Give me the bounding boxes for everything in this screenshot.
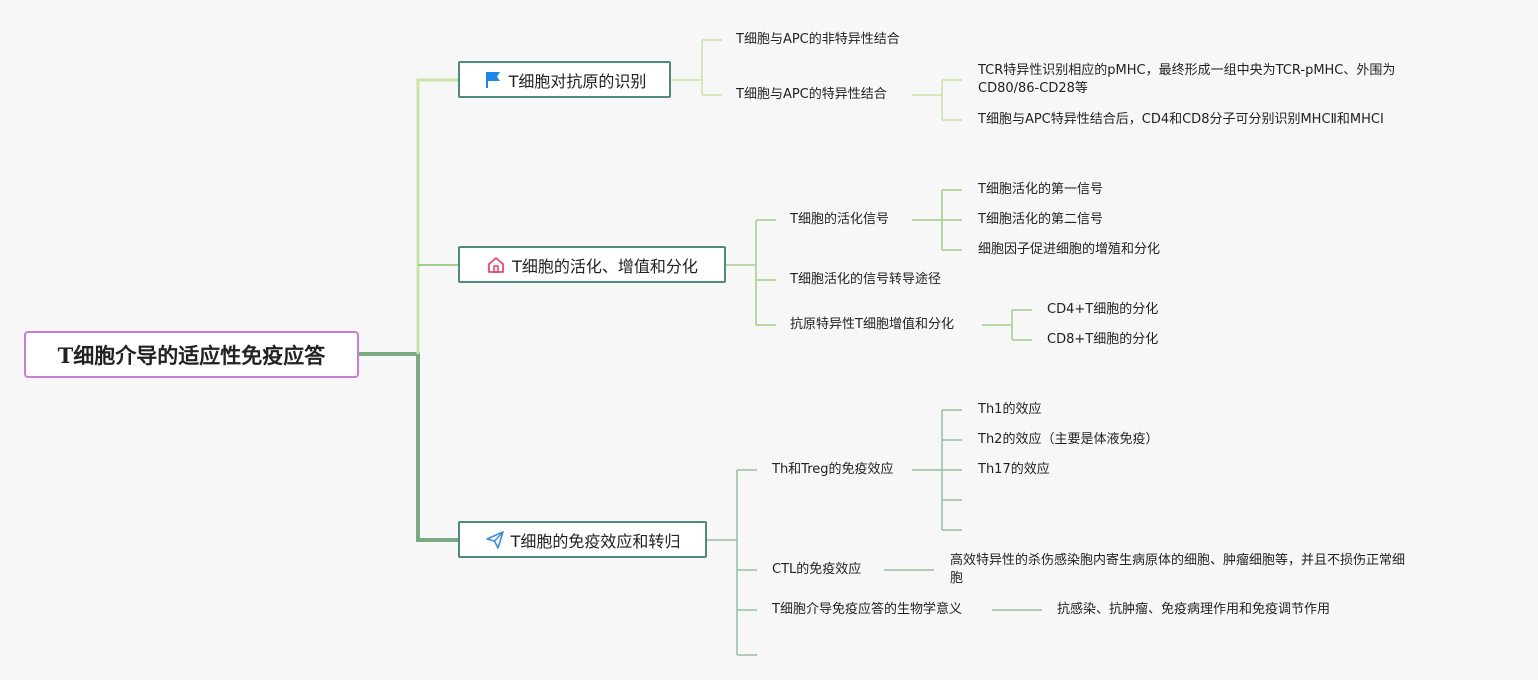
leaf-label-line: 高效特异性的杀伤感染胞内寄生病原体的细胞、肿瘤细胞等，并且不损伤正常细 [950,553,1406,568]
subtopic-label: 抗原特异性T细胞增值和分化 [790,317,954,332]
leaf-second-signal[interactable]: T细胞活化的第二信号 [978,211,1103,229]
leaf-th17[interactable]: Th17的效应 [978,461,1050,479]
leaf-th1[interactable]: Th1的效应 [978,401,1041,419]
leaf-label: CD8+T细胞的分化 [1047,332,1159,347]
leaf-th2[interactable]: Th2的效应（主要是体液免疫） [978,431,1158,449]
subtopic-label: T细胞介导免疫应答的生物学意义 [772,602,962,617]
topic1-connectors [671,39,962,121]
subtopic-label: T细胞活化的信号转导途径 [790,272,941,287]
branch-line-3 [358,352,460,542]
topic2-connectors [725,189,1032,341]
leaf-cd4-cd8-mhc[interactable]: T细胞与APC特异性结合后，CD4和CD8分子可分别识别MHCⅡ和MHCⅠ [978,111,1384,129]
root-topic-label: T细胞介导的适应性免疫应答 [57,342,326,368]
topic-immune-effect[interactable]: T细胞的免疫效应和转归 [458,521,707,558]
subtopic-label: Th和Treg的免疫效应 [772,462,894,477]
leaf-label: T细胞活化的第一信号 [978,182,1103,197]
leaf-label: Th2的效应（主要是体液免疫） [978,432,1159,447]
leaf-label: 抗感染、抗肿瘤、免疫病理作用和免疫调节作用 [1057,602,1331,617]
leaf-label-line: CD80/86-CD28等 [978,81,1088,96]
topic-label: T细胞的免疫效应和转归 [510,531,681,551]
leaf-label: T细胞活化的第二信号 [978,212,1103,227]
topic3-connectors [706,409,1042,656]
topic-activation-proliferation[interactable]: T细胞的活化、增值和分化 [458,246,726,283]
subtopic-biological-significance[interactable]: T细胞介导免疫应答的生物学意义 [772,601,962,619]
leaf-ctl-killing[interactable]: 高效特异性的杀伤感染胞内寄生病原体的细胞、肿瘤细胞等，并且不损伤正常细 胞 [950,552,1405,588]
leaf-label: Th1的效应 [978,402,1042,417]
send-icon [485,530,505,550]
topic-label: T细胞对抗原的识别 [508,71,647,91]
root-topic[interactable]: T细胞介导的适应性免疫应答 [24,331,359,378]
leaf-cd8-differentiation[interactable]: CD8+T细胞的分化 [1047,331,1158,349]
leaf-label: Th17的效应 [978,462,1050,477]
topic-label: T细胞的活化、增值和分化 [512,256,698,276]
leaf-label: 细胞因子促进细胞的增殖和分化 [978,242,1161,257]
leaf-tcr-pmhc[interactable]: TCR特异性识别相应的pMHC，最终形成一组中央为TCR-pMHC、外围为 CD… [978,62,1395,98]
leaf-label: T细胞与APC特异性结合后，CD4和CD8分子可分别识别MHCⅡ和MHCⅠ [978,112,1384,127]
subtopic-label: T细胞与APC的特异性结合 [736,87,887,102]
subtopic-activation-signal[interactable]: T细胞的活化信号 [790,211,889,229]
home-icon [486,255,506,275]
leaf-first-signal[interactable]: T细胞活化的第一信号 [978,181,1103,199]
subtopic-label: T细胞与APC的非特异性结合 [736,32,900,47]
branch-line-1 [416,78,460,354]
leaf-cytokine[interactable]: 细胞因子促进细胞的增殖和分化 [978,241,1160,259]
subtopic-specific-binding[interactable]: T细胞与APC的特异性结合 [736,86,887,104]
subtopic-ctl[interactable]: CTL的免疫效应 [772,561,861,579]
topic-antigen-recognition[interactable]: T细胞对抗原的识别 [458,61,671,98]
subtopic-label: CTL的免疫效应 [772,562,862,577]
subtopic-signal-transduction[interactable]: T细胞活化的信号转导途径 [790,271,941,289]
subtopic-nonspecific-binding[interactable]: T细胞与APC的非特异性结合 [736,31,900,49]
flag-icon [483,70,503,90]
subtopic-th-treg[interactable]: Th和Treg的免疫效应 [772,461,894,479]
leaf-cd4-differentiation[interactable]: CD4+T细胞的分化 [1047,301,1158,319]
leaf-label-line: TCR特异性识别相应的pMHC，最终形成一组中央为TCR-pMHC、外围为 [978,63,1396,78]
subtopic-proliferation-differentiation[interactable]: 抗原特异性T细胞增值和分化 [790,316,954,334]
subtopic-label: T细胞的活化信号 [790,212,889,227]
leaf-significance[interactable]: 抗感染、抗肿瘤、免疫病理作用和免疫调节作用 [1057,601,1330,619]
leaf-label-line: 胞 [950,571,964,586]
leaf-label: CD4+T细胞的分化 [1047,302,1159,317]
